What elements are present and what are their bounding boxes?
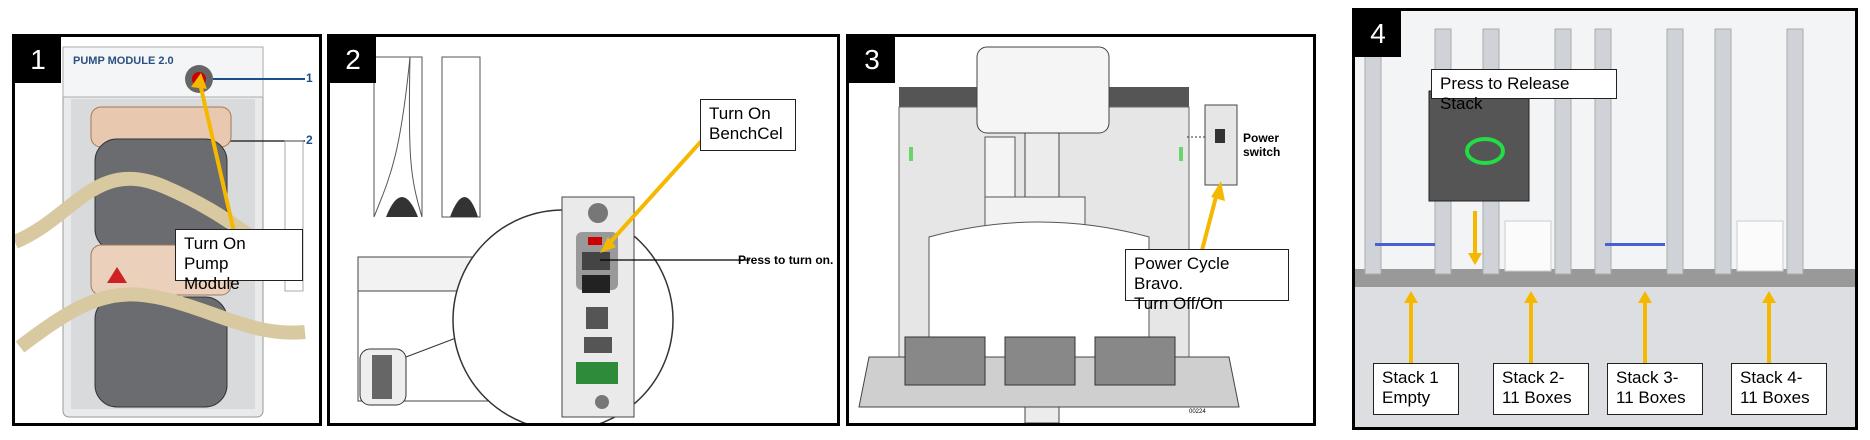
press-to-turn-on-label: Press to turn on. [738, 253, 834, 267]
figure-code: 00224 [1189, 409, 1206, 415]
panel-3: 3 Power switch 00224 Power Cycle Bravo. … [846, 34, 1316, 426]
benchcel-illustration [357, 56, 750, 423]
callout-turn-on-benchcel: Turn On BenchCel [700, 99, 796, 151]
callout-press-release-stack: Press to Release Stack [1431, 69, 1617, 113]
panel-number: 4 [1355, 11, 1401, 57]
callout-turn-on-pump: Turn On Pump Module [175, 229, 303, 293]
ref-label-1: 1 [306, 71, 313, 85]
panel-number: 3 [849, 37, 895, 83]
callout-power-cycle-bravo: Power Cycle Bravo. Turn Off/On [1125, 249, 1289, 313]
bravo-illustration [858, 46, 1240, 423]
pump-logo: PUMP MODULE 2.0 [73, 55, 174, 67]
panel-2: 2 Turn On BenchCel Press to turn on. [327, 34, 840, 426]
panel-number: 1 [15, 37, 61, 83]
panel-1: 1 PUMP MODULE 2.0 1 2 Turn On Pump Modul… [12, 34, 322, 426]
stack-label: Stack 4- 11 Boxes [1731, 363, 1827, 415]
power-switch-label: Power switch [1243, 131, 1281, 159]
ref-label-2: 2 [306, 133, 313, 147]
panel-4: 4 [1352, 8, 1858, 430]
panel-number: 2 [330, 37, 376, 83]
stacker-photo [1355, 11, 1855, 427]
stack-label: Stack 3- 11 Boxes [1607, 363, 1703, 415]
stack-label: Stack 1 Empty [1373, 363, 1459, 415]
stack-label: Stack 2- 11 Boxes [1493, 363, 1589, 415]
